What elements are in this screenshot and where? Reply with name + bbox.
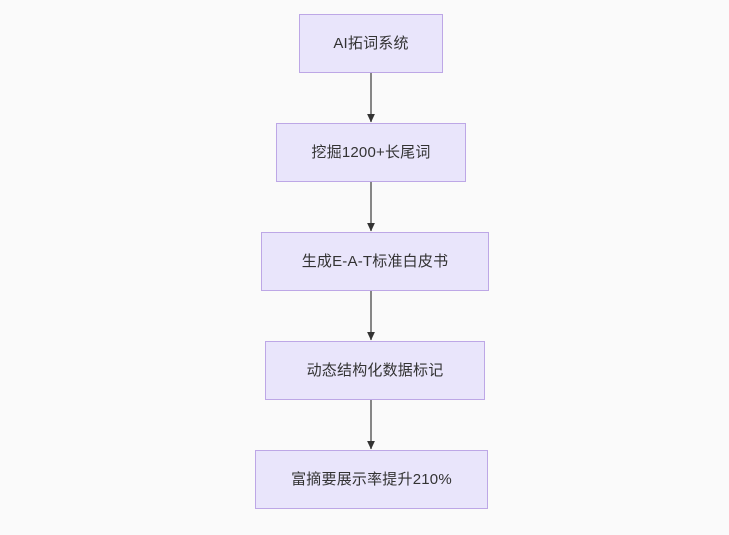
flow-node-ai-keyword-system[interactable]: AI拓词系统 <box>299 14 443 73</box>
flow-node-label: AI拓词系统 <box>333 34 409 52</box>
flow-node-dynamic-structured-data-markup[interactable]: 动态结构化数据标记 <box>265 341 485 400</box>
flow-node-rich-snippet-impression-lift[interactable]: 富摘要展示率提升210% <box>255 450 488 509</box>
flow-node-label: 富摘要展示率提升210% <box>291 470 452 488</box>
flow-node-generate-eat-whitepaper[interactable]: 生成E-A-T标准白皮书 <box>261 232 489 291</box>
flow-node-mine-longtail-keywords[interactable]: 挖掘1200+长尾词 <box>276 123 466 182</box>
flow-node-label: 挖掘1200+长尾词 <box>311 143 431 161</box>
flow-node-label: 生成E-A-T标准白皮书 <box>301 252 449 270</box>
flow-node-label: 动态结构化数据标记 <box>306 361 444 379</box>
